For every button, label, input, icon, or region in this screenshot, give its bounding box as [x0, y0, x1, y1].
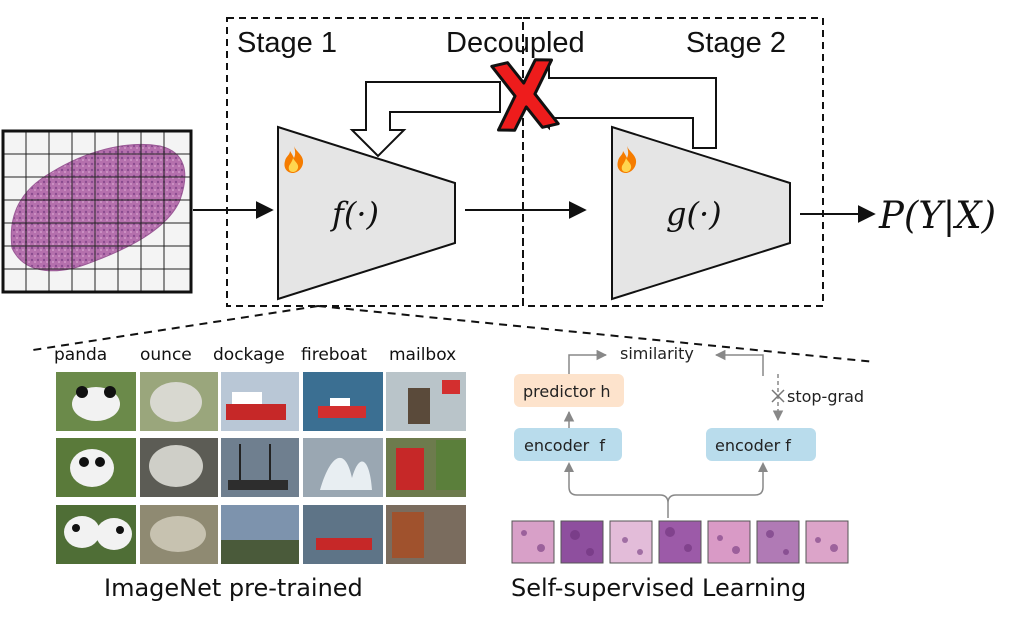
fireboat-image: [303, 372, 383, 564]
tissue-patch: [805, 520, 849, 564]
encoder-right-box: [706, 428, 816, 461]
patch-branch-lines: [568, 466, 764, 518]
g-aggregator-trapezoid: [611, 125, 791, 301]
output-label: P(Y|X): [878, 194, 996, 237]
tissue-patch: [560, 520, 604, 564]
tissue-patches: [511, 520, 849, 564]
tissue-patch: [658, 520, 702, 564]
encoder-right-label: encoder f: [715, 436, 791, 455]
stopgrad-label: stop-grad: [787, 387, 864, 406]
stage1-box: [226, 17, 524, 307]
stage2-label: Stage 2: [686, 27, 786, 59]
encoder-left-box: [514, 428, 622, 461]
f-label: f(·): [330, 195, 379, 233]
fire-icon: [284, 146, 304, 173]
arrow-encoder-right-to-similarity: [714, 349, 764, 376]
panda-image: [56, 372, 136, 564]
tissue-patch: [511, 520, 555, 564]
ounce-image: [140, 372, 218, 564]
tissue-patch: [707, 520, 751, 564]
class-label-fireboat: fireboat: [301, 345, 367, 365]
dockage-image: [221, 372, 299, 564]
arrow-predictor-to-similarity: [568, 349, 608, 376]
tissue-patch: [756, 520, 800, 564]
stage1-label: Stage 1: [237, 27, 337, 59]
imagenet-caption: ImageNet pre-trained: [104, 574, 363, 602]
mailbox-image: [386, 372, 466, 564]
fire-icon: [617, 146, 637, 173]
decoupled-label: Decoupled: [446, 27, 585, 59]
imagenet-image-grid: [56, 372, 466, 564]
wsi-slide: [1, 129, 193, 294]
zoom-line-right: [317, 305, 876, 363]
predictor-box: [514, 374, 624, 407]
g-label: g(·): [666, 195, 722, 233]
tissue-patch: [609, 520, 653, 564]
class-label-dockage: dockage: [213, 345, 285, 365]
stage2-box: [522, 17, 824, 307]
zoom-line-left: [32, 305, 319, 351]
encoder-left-label: encoder f: [524, 436, 605, 455]
ssl-caption: Self-supervised Learning: [511, 574, 806, 602]
class-label-ounce: ounce: [140, 345, 192, 365]
f-encoder-trapezoid: [277, 125, 456, 301]
class-label-panda: panda: [54, 345, 107, 365]
imagenet-class-labels: panda ounce dockage fireboat mailbox: [54, 345, 456, 365]
class-label-mailbox: mailbox: [389, 345, 456, 365]
predictor-label: predictor h: [523, 382, 611, 401]
small-x-icon: [771, 389, 785, 403]
similarity-label: similarity: [620, 344, 694, 363]
red-x-icon: [490, 58, 560, 132]
